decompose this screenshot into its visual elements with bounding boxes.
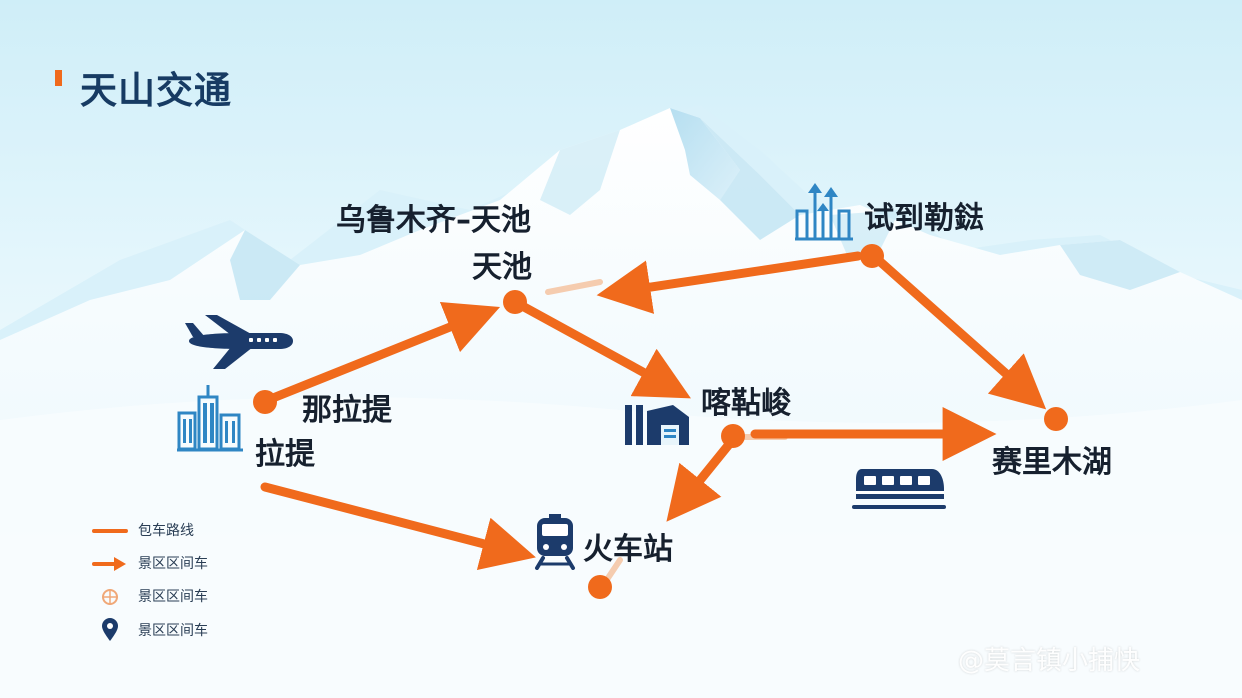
label-station: 火车站 (583, 532, 673, 567)
route-kalajun-station (666, 432, 740, 522)
skyline-arrows-icon (795, 183, 853, 241)
label-sailimu: 赛里木湖 (992, 445, 1112, 480)
factory-building-icon (625, 405, 689, 445)
legend-label-charter-route: 包车路线 (138, 523, 194, 539)
label-lati: 拉提 (255, 437, 315, 472)
legend-label-shuttle-stop: 景区区间车 (138, 589, 208, 605)
route-shidaoleyi-tianchi (596, 251, 863, 314)
legend-label-shuttle-arrow: 景区区间车 (138, 556, 208, 572)
route-shidaoleyi-sailimu (871, 253, 1047, 410)
route-nalati-tianchi (263, 301, 501, 405)
train-icon (535, 514, 575, 570)
label-shidaoleyi: 试到勒鍅 (864, 201, 984, 236)
route-tianchi-kalajun (510, 297, 691, 399)
watermark-text: @莫言镇小捕快 (958, 646, 1141, 676)
label-nalati: 那拉提 (302, 393, 392, 428)
high-speed-train-icon (852, 469, 946, 509)
node-shidaoleyi[interactable] (860, 244, 884, 268)
node-tianchi[interactable] (503, 290, 527, 314)
crosshair-circle-icon (92, 586, 128, 608)
label-kalajun: 喀䩞峻 (701, 386, 791, 421)
map-title: 天山交通 (80, 69, 232, 112)
legend-line-swatch (92, 520, 128, 542)
node-station[interactable] (588, 575, 612, 599)
legend-label-shuttle-pin: 景区区间车 (138, 623, 208, 639)
node-nalati[interactable] (253, 390, 277, 414)
route-lati-station (260, 482, 536, 570)
label-tianchi: 天池 (472, 250, 532, 285)
city-building-icon (177, 385, 243, 452)
legend-arrow-swatch (92, 553, 128, 575)
airplane-icon (185, 315, 293, 369)
node-kalajun[interactable] (721, 424, 745, 448)
label-urumqi-tianchi: 乌鲁木齐–天池 (336, 203, 531, 238)
title-accent-bar (55, 70, 62, 86)
node-sailimu[interactable] (1044, 407, 1068, 431)
map-pin-icon (92, 618, 128, 641)
